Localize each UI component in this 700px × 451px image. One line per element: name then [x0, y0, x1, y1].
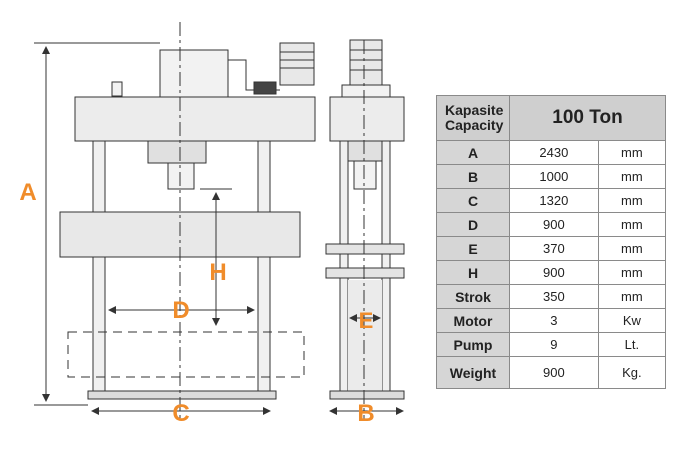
front-crown [74, 96, 316, 142]
capacity-label: Kapasite Capacity [436, 95, 510, 141]
dim-label-e: E [359, 308, 374, 333]
spec-key: B [436, 164, 510, 189]
spec-value: 1320 [509, 188, 599, 213]
dim-label-d: D [172, 297, 189, 324]
spec-key: A [436, 140, 510, 165]
spec-key: Pump [436, 332, 510, 357]
dim-label-a: A [19, 179, 36, 206]
spec-value: 3 [509, 308, 599, 333]
spec-value: 2430 [509, 140, 599, 165]
spec-unit: Lt. [597, 332, 667, 357]
side-base [329, 390, 405, 400]
spec-value: 1000 [509, 164, 599, 189]
capacity-label-line1: Kapasite [445, 102, 504, 118]
spec-unit: Kw [597, 308, 667, 333]
spec-value: 900 [509, 212, 599, 237]
spec-unit: mm [597, 284, 667, 309]
spec-header-row: Kapasite Capacity 100 Ton [436, 95, 666, 141]
front-base [87, 390, 277, 400]
dim-label-c: C [172, 400, 189, 427]
side-table [325, 243, 405, 255]
front-column-right [257, 140, 271, 392]
spec-value: 350 [509, 284, 599, 309]
press-diagram: A H D E C B [19, 22, 405, 427]
spec-unit: mm [597, 188, 667, 213]
spec-unit: mm [597, 236, 667, 261]
spec-unit: Kg. [597, 356, 667, 389]
spec-key: D [436, 212, 510, 237]
spec-unit: mm [597, 140, 667, 165]
side-view [325, 39, 405, 420]
dim-label-b: B [357, 400, 374, 427]
spec-value: 900 [509, 260, 599, 285]
front-tank [159, 49, 229, 101]
spec-key: Motor [436, 308, 510, 333]
spec-unit: mm [597, 260, 667, 285]
front-motor [279, 42, 315, 86]
spec-value: 9 [509, 332, 599, 357]
spec-value: 900 [509, 356, 599, 389]
spec-unit: mm [597, 212, 667, 237]
spec-value: 370 [509, 236, 599, 261]
spec-key: E [436, 236, 510, 261]
front-column-left [92, 140, 106, 392]
front-view [34, 22, 316, 420]
spec-key: H [436, 260, 510, 285]
spec-key: Strok [436, 284, 510, 309]
capacity-value: 100 Ton [509, 95, 666, 141]
side-motor [349, 39, 383, 86]
side-crown [329, 96, 405, 142]
spec-key: C [436, 188, 510, 213]
spec-key: Weight [436, 356, 510, 389]
spec-unit: mm [597, 164, 667, 189]
dim-label-h: H [209, 259, 226, 286]
capacity-label-line2: Capacity [445, 117, 504, 133]
